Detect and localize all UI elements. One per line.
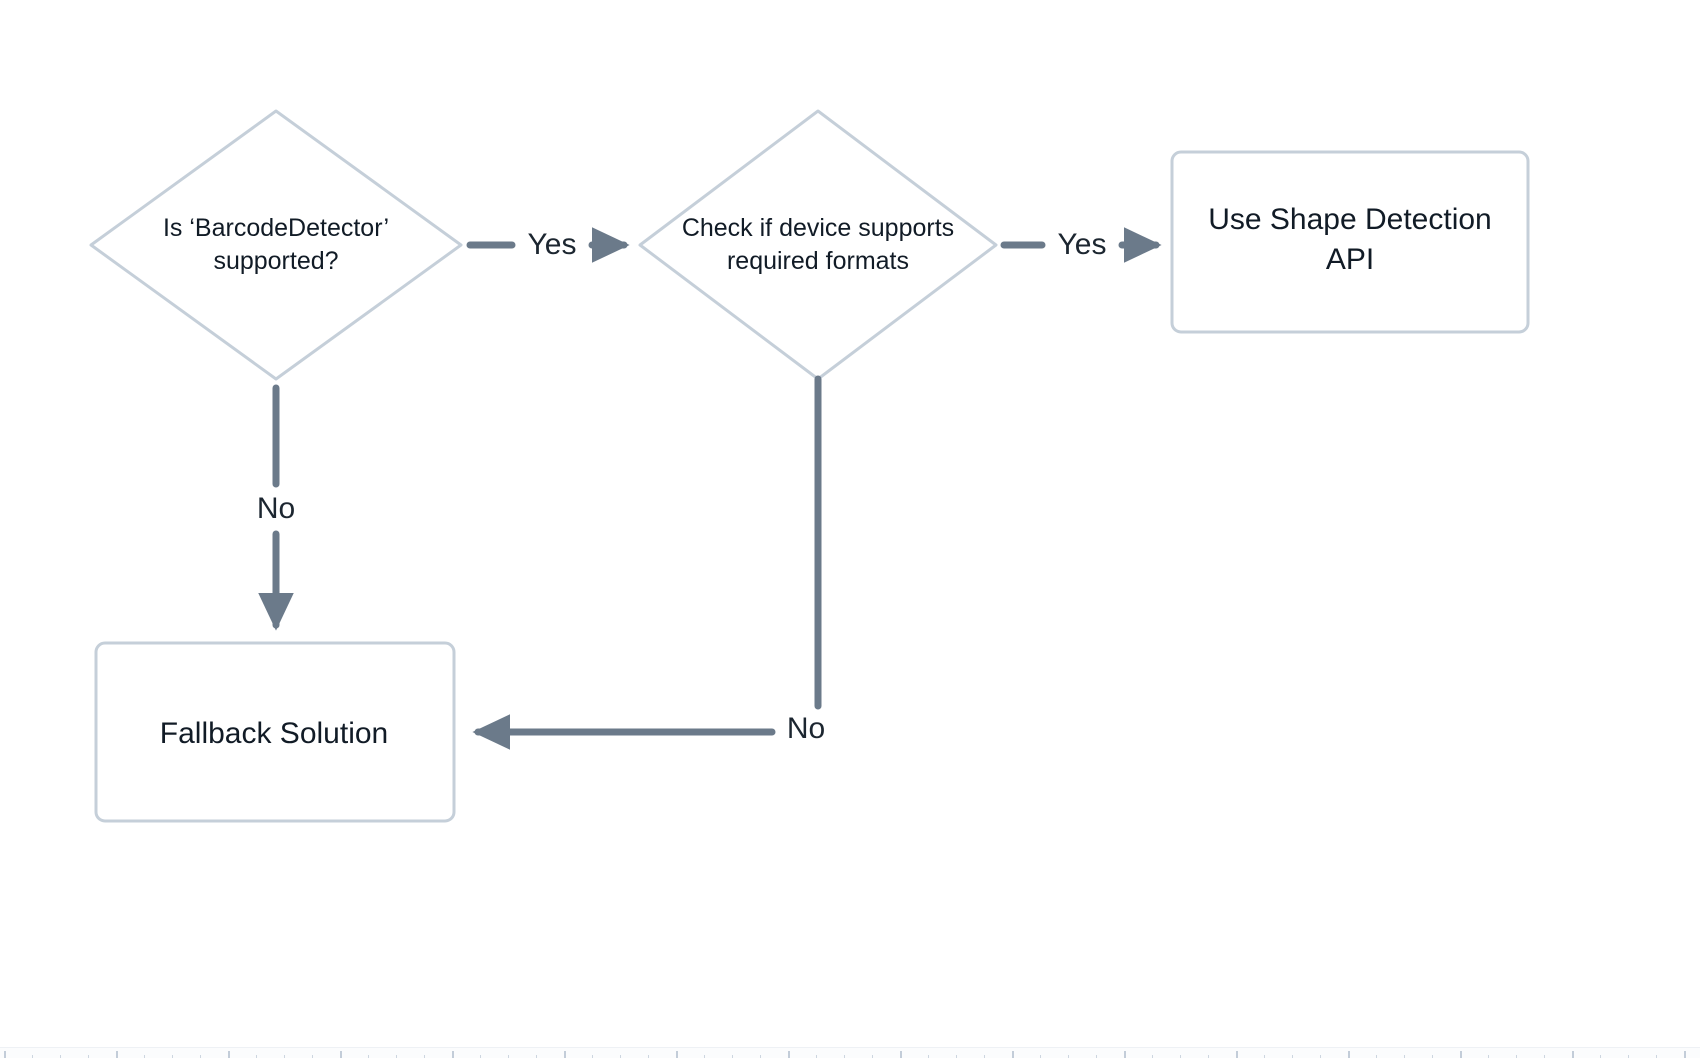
ruler-tick <box>1124 1051 1126 1058</box>
ruler-tick <box>312 1055 313 1058</box>
ruler-tick <box>1432 1055 1433 1058</box>
ruler-tick <box>1040 1055 1041 1058</box>
ruler-tick <box>144 1055 145 1058</box>
ruler-tick <box>1544 1055 1545 1058</box>
ruler-tick <box>172 1055 173 1058</box>
ruler-tick <box>424 1055 425 1058</box>
ruler-tick <box>4 1051 6 1058</box>
edge-yes-1-label: Yes <box>516 226 588 264</box>
ruler-tick <box>396 1055 397 1058</box>
ruler-tick <box>844 1055 845 1058</box>
ruler-tick <box>1236 1051 1238 1058</box>
ruler-tick <box>704 1055 705 1058</box>
ruler-tick <box>1488 1055 1489 1058</box>
ruler-tick <box>200 1055 201 1058</box>
ruler-tick <box>928 1055 929 1058</box>
ruler-tick <box>480 1055 481 1058</box>
ruler-tick <box>1572 1051 1574 1058</box>
node-process-shape-api-shape[interactable] <box>1170 150 1530 334</box>
ruler-tick <box>508 1055 509 1058</box>
ruler-tick <box>1292 1055 1293 1058</box>
ruler-tick <box>732 1055 733 1058</box>
ruler-tick <box>1628 1055 1629 1058</box>
edge-no-2[interactable] <box>472 375 822 750</box>
ruler-tick <box>340 1051 342 1058</box>
ruler-tick <box>788 1051 790 1058</box>
ruler-tick <box>1600 1055 1601 1058</box>
ruler-tick <box>32 1055 33 1058</box>
edge-yes-2-label: Yes <box>1046 226 1118 264</box>
ruler-tick <box>228 1051 230 1058</box>
ruler-tick <box>452 1051 454 1058</box>
ruler-tick <box>60 1055 61 1058</box>
ruler-tick <box>648 1055 649 1058</box>
ruler-tick <box>1180 1055 1181 1058</box>
ruler-tick <box>676 1051 678 1058</box>
ruler-tick <box>564 1051 566 1058</box>
ruler-tick <box>1152 1055 1153 1058</box>
ruler-tick <box>816 1055 817 1058</box>
ruler-tick <box>872 1055 873 1058</box>
edge-no-2-label: No <box>777 710 835 748</box>
ruler-tick <box>1348 1051 1350 1058</box>
ruler-tick <box>1516 1055 1517 1058</box>
ruler-tick <box>1656 1055 1657 1058</box>
node-process-fallback-shape[interactable] <box>94 641 456 823</box>
ruler-strip <box>0 1047 1700 1058</box>
ruler-tick <box>956 1055 957 1058</box>
ruler-tick <box>1404 1055 1405 1058</box>
ruler-tick <box>1096 1055 1097 1058</box>
ruler-tick <box>760 1055 761 1058</box>
ruler-tick <box>620 1055 621 1058</box>
ruler-tick <box>116 1051 118 1058</box>
ruler-tick <box>256 1055 257 1058</box>
ruler-tick <box>88 1055 89 1058</box>
ruler-tick <box>900 1051 902 1058</box>
ruler-tick <box>1376 1055 1377 1058</box>
ruler-tick <box>368 1055 369 1058</box>
edge-no-1-label: No <box>247 490 305 528</box>
ruler-tick <box>1012 1051 1014 1058</box>
ruler-tick <box>1264 1055 1265 1058</box>
ruler-tick <box>592 1055 593 1058</box>
ruler-tick <box>984 1055 985 1058</box>
ruler-tick <box>1460 1051 1462 1058</box>
ruler-tick <box>536 1055 537 1058</box>
ruler-tick <box>1320 1055 1321 1058</box>
ruler-tick <box>1208 1055 1209 1058</box>
node-decision-barcode-shape[interactable] <box>89 109 463 381</box>
node-decision-formats-shape[interactable] <box>638 109 998 381</box>
ruler-tick <box>284 1055 285 1058</box>
ruler-tick <box>1684 1051 1686 1058</box>
ruler-tick <box>1068 1055 1069 1058</box>
